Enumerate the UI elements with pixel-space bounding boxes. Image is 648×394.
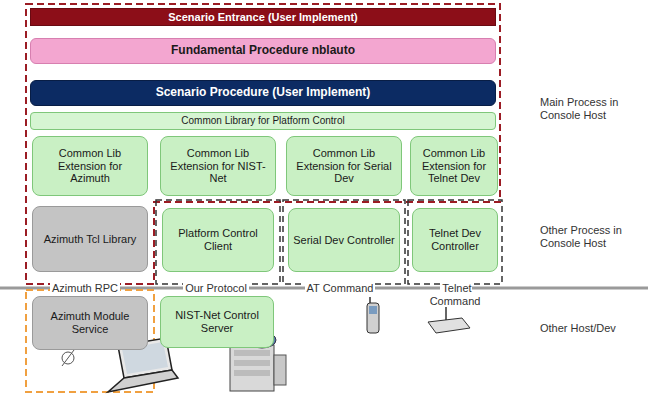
band: Scenario Entrance (User Implement) xyxy=(30,8,496,26)
band: Scenario Procedure (User Implement) xyxy=(30,80,496,106)
process-box: Telnet Dev Controller xyxy=(412,208,498,272)
label-text: Our Protocol xyxy=(183,282,249,294)
process-box: Azimuth Module Service xyxy=(32,296,148,350)
node-text: Azimuth Module Service xyxy=(37,310,143,335)
process-box: Common Lib Extension for NIST-Net xyxy=(160,136,276,196)
process-box: Azimuth Tcl Library xyxy=(32,206,148,272)
process-outline xyxy=(283,200,405,284)
annotation-label: AT Command xyxy=(292,282,388,295)
annotation-label: Other Host/Dev xyxy=(540,322,644,335)
node-text: Telnet Dev Controller xyxy=(417,227,493,252)
node-text: Platform Control Client xyxy=(167,227,269,252)
band: Common Library for Platform Control xyxy=(30,112,496,130)
label-text: Azimuth RPC xyxy=(50,282,120,294)
label-text: AT Command xyxy=(305,282,376,294)
label-text: Telnet Command xyxy=(430,282,483,307)
node-text: Scenario Procedure (User Implement) xyxy=(156,86,371,100)
process-outline xyxy=(156,200,280,284)
annotation-label: Telnet Command xyxy=(420,282,492,307)
process-box: Common Lib Extension for Azimuth xyxy=(32,136,148,196)
node-text: Azimuth Tcl Library xyxy=(44,233,137,246)
node-text: Common Lib Extension for Telnet Dev xyxy=(415,147,493,185)
node-text: Common Lib Extension for Azimuth xyxy=(37,147,143,185)
annotation-label: Main Process in Console Host xyxy=(540,96,644,121)
process-box: Common Lib Extension for Serial Dev xyxy=(286,136,402,196)
process-outline xyxy=(408,200,502,284)
node-text: Common Library for Platform Control xyxy=(181,115,344,127)
main-process-outline xyxy=(26,4,500,284)
band: Fundamental Procedure nblauto xyxy=(30,38,496,64)
process-box: Platform Control Client xyxy=(162,208,274,272)
annotation-label: Azimuth RPC xyxy=(40,282,130,295)
node-text: NIST-Net Control Server xyxy=(165,309,269,334)
annotation-label: Our Protocol xyxy=(168,282,264,295)
process-box: Common Lib Extension for Telnet Dev xyxy=(410,136,498,196)
node-text: Common Lib Extension for NIST-Net xyxy=(165,147,271,185)
node-text: Serial Dev Controller xyxy=(293,234,394,247)
label-text: Other Host/Dev xyxy=(540,322,616,334)
process-box: NIST-Net Control Server xyxy=(160,296,274,348)
process-box: Serial Dev Controller xyxy=(288,208,400,272)
node-text: Fundamental Procedure nblauto xyxy=(171,44,355,58)
node-text: Common Lib Extension for Serial Dev xyxy=(291,147,397,185)
annotation-label: Other Process in Console Host xyxy=(540,224,644,249)
label-text: Main Process in Console Host xyxy=(540,96,618,121)
node-text: Scenario Entrance (User Implement) xyxy=(168,11,358,24)
phone-icon xyxy=(367,297,379,333)
label-text: Other Process in Console Host xyxy=(540,224,622,249)
